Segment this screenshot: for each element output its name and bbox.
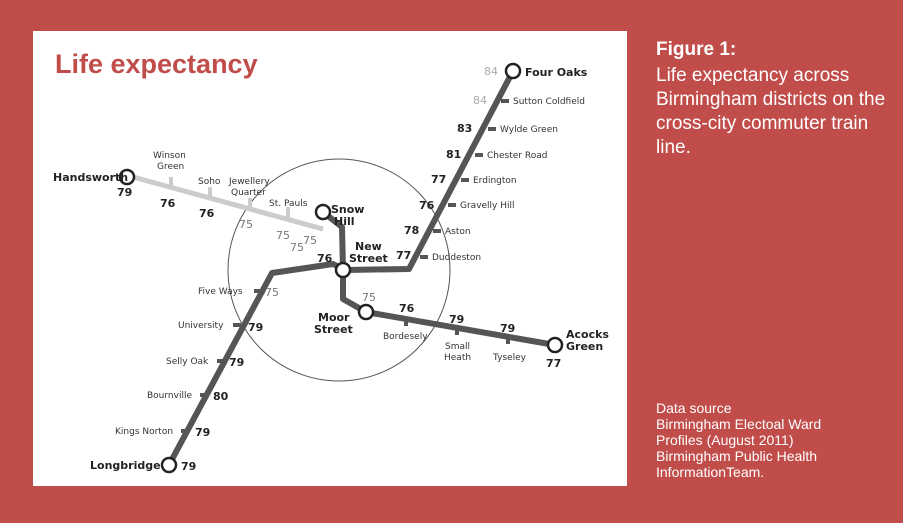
acocks-green-value: 77: [546, 357, 561, 370]
snow-hill-label-1: Snow: [331, 203, 364, 216]
acocks-green-label-2: Green: [566, 340, 603, 353]
gravelly-hill-label: Gravelly Hill: [460, 201, 515, 211]
jewellery-quarter-value: 75: [239, 218, 253, 231]
kings-norton-value: 79: [195, 426, 210, 439]
st-pauls-label: St. Pauls: [269, 199, 308, 209]
moor-street-label-2: Street: [314, 323, 353, 336]
sutton-coldfield-label: Sutton Coldfield: [513, 97, 585, 107]
bordesley-value: 76: [399, 302, 415, 315]
chester-road-value: 81: [446, 148, 461, 161]
source-line: Profiles (August 2011): [656, 432, 794, 448]
handsworth-label: Handsworth: [53, 171, 128, 184]
wylde-green-value: 83: [457, 122, 472, 135]
kings-norton-label: Kings Norton: [115, 427, 173, 437]
acocks-green-label-1: Acocks: [566, 328, 609, 341]
new-street-station: [334, 261, 352, 279]
acocks-green-line: [340, 270, 556, 348]
figure-caption: Life expectancy across Birmingham distri…: [656, 65, 886, 158]
longbridge-station: [160, 456, 178, 474]
st-pauls-value: 75: [276, 229, 290, 242]
moor-street-value: 75: [362, 291, 376, 304]
snow-hill-station: [314, 203, 332, 221]
bordesley-label: Bordesely: [383, 332, 428, 342]
data-source: Data source Birmingham Electoal Ward Pro…: [656, 400, 896, 480]
rail-map: Four Oaks 84 Sutton Coldfield 84 Wylde G…: [53, 62, 609, 474]
aston-label: Aston: [445, 227, 471, 237]
winson-green-label-2: Green: [157, 162, 184, 172]
map-panel: Four Oaks 84 Sutton Coldfield 84 Wylde G…: [33, 31, 627, 486]
new-street-label-1: New: [355, 240, 382, 253]
chester-road-label: Chester Road: [487, 151, 547, 161]
bournville-label: Bournville: [147, 391, 192, 401]
four-oaks-label: Four Oaks: [525, 66, 588, 79]
extra-75-left: 75: [290, 241, 304, 254]
four-oaks-value: 84: [484, 65, 498, 78]
longbridge-label: Longbridge: [90, 459, 161, 472]
soho-label: Soho: [198, 177, 221, 187]
selly-oak-value: 79: [229, 356, 244, 369]
small-heath-label-2: Heath: [444, 353, 471, 363]
tyseley-value: 79: [500, 322, 515, 335]
duddeston-value: 77: [396, 249, 411, 262]
jewellery-quarter-label-1: Jewellery: [228, 177, 270, 187]
map-title: Life expectancy: [55, 49, 258, 79]
erdington-value: 77: [431, 173, 446, 186]
snow-hill-label-2: Hill: [334, 215, 355, 228]
tyseley-label: Tyseley: [492, 353, 527, 363]
handsworth-line: [132, 174, 324, 232]
handsworth-value: 79: [117, 186, 132, 199]
bournville-value: 80: [213, 390, 229, 403]
selly-oak-label: Selly Oak: [166, 357, 209, 367]
source-line: Birmingham Electoal Ward: [656, 416, 822, 432]
source-line: Data source: [656, 400, 732, 416]
figure-caption-panel: Figure 1: Life expectancy across Birming…: [656, 38, 896, 160]
source-line: Birmingham Public Health: [656, 448, 818, 464]
university-value: 79: [248, 321, 263, 334]
small-heath-label-1: Small: [445, 342, 470, 352]
moor-street-label-1: Moor: [318, 311, 350, 324]
aston-value: 78: [404, 224, 419, 237]
sutton-coldfield-value: 84: [473, 94, 487, 107]
duddeston-label: Duddeston: [432, 253, 481, 263]
erdington-label: Erdington: [473, 176, 517, 186]
source-line: InformationTeam.: [656, 464, 765, 480]
five-ways-value: 75: [265, 286, 279, 299]
figure-label: Figure 1:: [656, 39, 737, 60]
acocks-green-station: [546, 336, 564, 354]
moor-street-station: [357, 303, 375, 321]
winson-green-value: 76: [160, 197, 176, 210]
soho-value: 76: [199, 207, 215, 220]
small-heath-value: 79: [449, 313, 464, 326]
new-street-value: 76: [317, 252, 333, 265]
winson-green-label-1: Winson: [153, 151, 186, 161]
university-label: University: [178, 321, 224, 331]
five-ways-label: Five Ways: [198, 287, 243, 297]
gravelly-hill-value: 76: [419, 199, 435, 212]
snow-hill-value: 75: [303, 234, 317, 247]
longbridge-value: 79: [181, 460, 196, 473]
jewellery-quarter-label-2: Quarter: [231, 188, 266, 198]
wylde-green-label: Wylde Green: [500, 125, 558, 135]
four-oaks-station: [504, 62, 522, 80]
city-centre-circle: [227, 158, 451, 382]
handsworth-station: [118, 168, 136, 186]
new-street-label-2: Street: [349, 252, 388, 265]
